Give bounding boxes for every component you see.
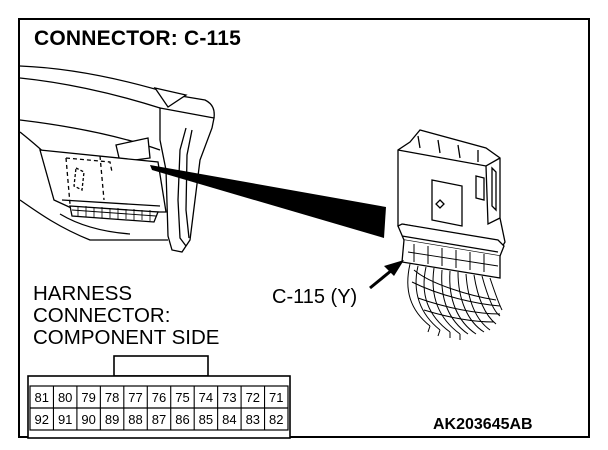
pin-73: 73 [222, 390, 236, 405]
pin-cells: 81 80 79 78 77 76 75 74 73 72 71 92 91 90 89 88 87 86 85 84… [34, 386, 284, 430]
leader-wedge [150, 165, 386, 238]
harness-connector-face [27, 355, 291, 439]
harness-label-line-1: HARNESS [33, 282, 133, 305]
connector-callout-label: C-115 (Y) [272, 286, 358, 308]
pin-74: 74 [199, 390, 213, 405]
wire-harness-illustration [407, 263, 503, 340]
pin-90: 90 [81, 412, 95, 427]
pin-75: 75 [175, 390, 189, 405]
harness-label-line-2: CONNECTOR: [33, 304, 171, 327]
pin-83: 83 [246, 412, 260, 427]
pin-72: 72 [246, 390, 260, 405]
pin-85: 85 [199, 412, 213, 427]
pin-77: 77 [128, 390, 142, 405]
pin-80: 80 [58, 390, 72, 405]
pin-78: 78 [105, 390, 119, 405]
ecu-unit-illustration [397, 129, 506, 279]
pin-81: 81 [34, 390, 48, 405]
pin-71: 71 [269, 390, 283, 405]
harness-label-line-3: COMPONENT SIDE [33, 326, 220, 349]
diagram-title: CONNECTOR: C-115 [34, 27, 242, 50]
pin-76: 76 [152, 390, 166, 405]
pin-84: 84 [222, 412, 236, 427]
harness-connector-label: HARNESS CONNECTOR: COMPONENT SIDE [33, 283, 219, 349]
pin-89: 89 [105, 412, 119, 427]
dashboard-illustration [19, 65, 215, 253]
diagram-frame [18, 18, 590, 438]
pin-86: 86 [175, 412, 189, 427]
reference-code: AK203645AB [433, 416, 533, 433]
pin-87: 87 [152, 412, 166, 427]
pin-88: 88 [128, 412, 142, 427]
pin-91: 91 [58, 412, 72, 427]
callout-arrow [369, 260, 404, 290]
pin-79: 79 [81, 390, 95, 405]
pin-82: 82 [269, 412, 283, 427]
pin-92: 92 [34, 412, 48, 427]
